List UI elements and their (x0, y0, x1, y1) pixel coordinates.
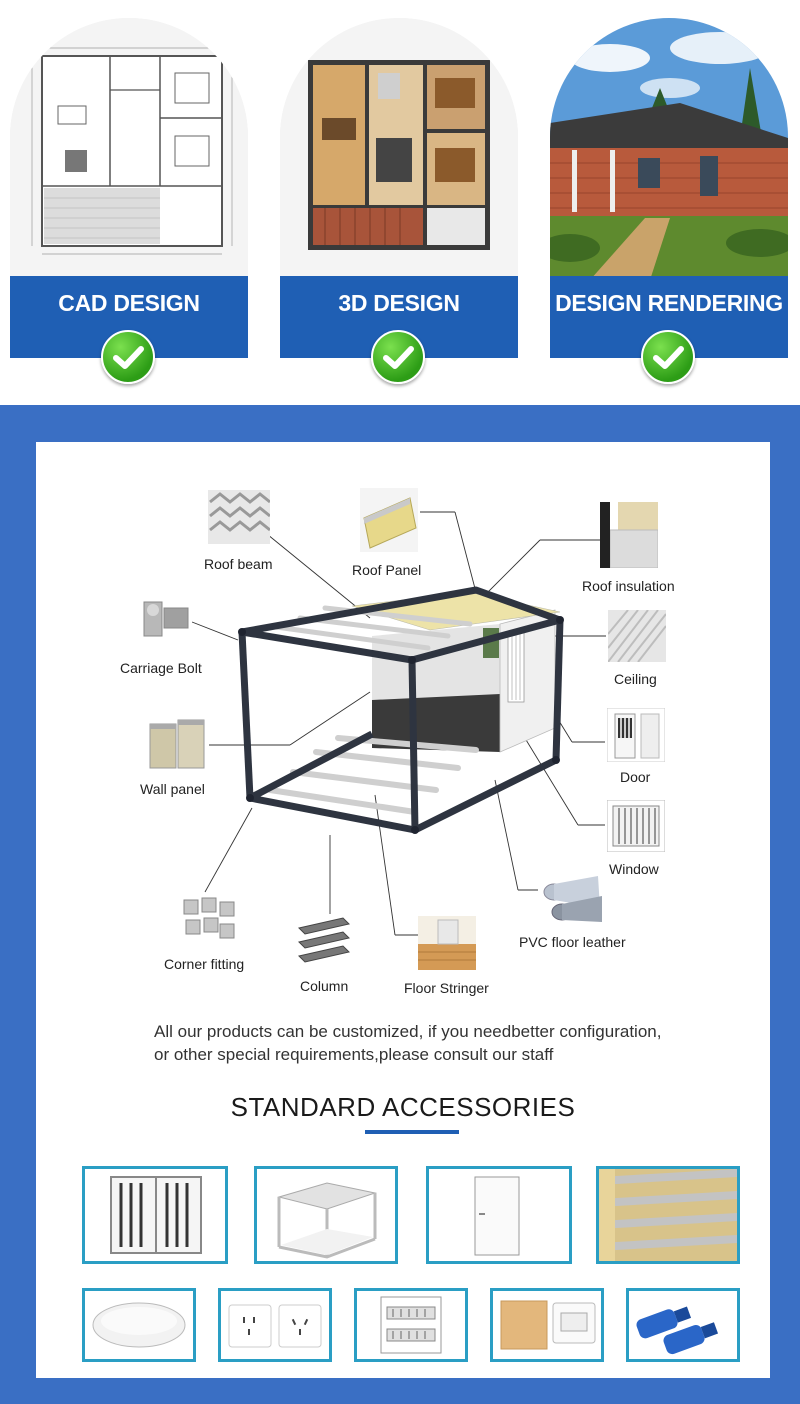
checkmark-icon (101, 330, 155, 384)
ceiling-light-icon (92, 1302, 186, 1348)
accessory-window (82, 1166, 228, 1264)
window-label: Window (609, 861, 659, 877)
checkmark-icon (641, 330, 695, 384)
accessory-distribution-box (354, 1288, 468, 1362)
wall-panel-label: Wall panel (140, 781, 205, 797)
roof-panel-image (360, 488, 418, 552)
corner-fitting-image (180, 894, 238, 946)
accessory-sandwich-panel (596, 1166, 740, 1264)
customization-note-line2: or other special requirements,please con… (154, 1045, 554, 1064)
carriage-bolt-label: Carriage Bolt (120, 660, 202, 676)
container-frame-icon (277, 1182, 377, 1259)
design-rendering-card: DESIGN RENDERING (550, 18, 788, 384)
design-rendering-banner: DESIGN RENDERING (550, 276, 788, 358)
industrial-plug-icon (636, 1306, 719, 1355)
standard-accessories-title: STANDARD ACCESSORIES (230, 1092, 576, 1122)
pvc-floor-image (540, 872, 604, 926)
3d-design-label: 3D DESIGN (338, 290, 460, 316)
light-switch-icon (500, 1300, 596, 1350)
ceiling-label: Ceiling (614, 671, 657, 687)
accessory-light-switch (490, 1288, 604, 1362)
door-image (607, 708, 665, 762)
checkmark-icon (371, 330, 425, 384)
house-rendering-image (550, 18, 788, 280)
column-label: Column (300, 978, 349, 994)
cad-design-card: CAD DESIGN (10, 18, 248, 384)
roof-insulation-label: Roof insulation (582, 578, 675, 594)
accessory-industrial-plug (626, 1288, 740, 1362)
floor-stringer-label: Floor Stringer (404, 980, 489, 996)
cad-design-label: CAD DESIGN (58, 290, 200, 316)
accessory-door (426, 1166, 572, 1264)
3d-design-card: 3D DESIGN (280, 18, 518, 384)
roof-panel-label: Roof Panel (352, 562, 422, 578)
accessory-wall-socket (218, 1288, 332, 1362)
customization-note-line1: All our products can be customized, if y… (154, 1022, 662, 1041)
pvc-floor-label: PVC floor leather (519, 934, 626, 950)
wall-panel-image (148, 716, 206, 772)
ceiling-image (608, 610, 666, 662)
roof-beam-label: Roof beam (204, 556, 273, 572)
design-section: CAD DESIGN (0, 0, 800, 405)
corner-fitting-label: Corner fitting (164, 956, 245, 972)
accessory-container-frame (254, 1166, 398, 1264)
title-underline (365, 1130, 459, 1134)
roof-beam-image (208, 490, 270, 544)
accessory-ceiling-light (82, 1288, 196, 1362)
floor-stringer-image (418, 916, 476, 970)
cad-floorplan-image (10, 18, 248, 280)
roof-insulation-image (600, 502, 658, 568)
column-image (295, 914, 353, 966)
door-label: Door (620, 769, 651, 785)
door-icon (474, 1176, 520, 1256)
wall-socket-icon (228, 1304, 322, 1348)
distribution-box-icon (380, 1296, 442, 1354)
carriage-bolt-image (134, 594, 192, 644)
design-rendering-label: DESIGN RENDERING (555, 290, 783, 316)
window-icon (110, 1176, 202, 1254)
3d-floorplan-image (280, 18, 518, 280)
window-image (607, 800, 665, 852)
sandwich-panel-icon (599, 1169, 737, 1261)
